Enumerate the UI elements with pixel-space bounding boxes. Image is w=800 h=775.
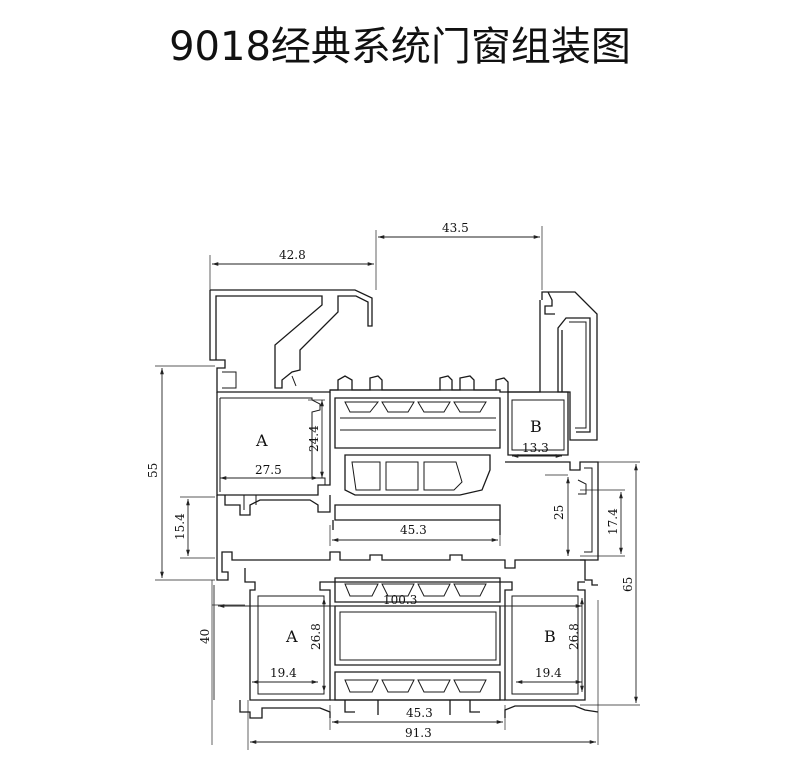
left-mullion — [216, 495, 240, 581]
lower-frame-profile — [239, 551, 599, 719]
upper-chamber-a — [216, 392, 331, 516]
label-chamber-a-lower: A — [285, 627, 298, 646]
dim-chamber-a-lower-height: 26.8 — [309, 623, 323, 650]
dim-upper-glazing-width: 45.3 — [400, 523, 427, 537]
label-chamber-a-upper: A — [255, 431, 268, 450]
dim-chamber-b-lower-height: 26.8 — [567, 623, 581, 650]
dim-right-overall-65: 65 — [621, 577, 635, 592]
label-chamber-b-lower: B — [544, 627, 556, 646]
dim-chamber-b-upper-width: 13.3 — [522, 441, 549, 455]
dim-chamber-b-lower-width: 19.4 — [535, 666, 562, 680]
upper-frame-profile — [209, 289, 598, 441]
dim-overall-width: 91.3 — [405, 726, 432, 740]
upper-sash-chambers — [332, 397, 501, 535]
dim-lower-left-40: 40 — [198, 629, 212, 644]
dim-right-step-25: 25 — [552, 505, 566, 520]
upper-glazing-bead — [330, 375, 509, 392]
dim-chamber-a-lower-width: 19.4 — [270, 666, 297, 680]
dim-right-step-17-4: 17.4 — [606, 508, 620, 535]
dim-chamber-a-upper-height: 24.4 — [307, 425, 321, 452]
dim-lower-span: 100.3 — [383, 593, 417, 607]
dim-lower-glazing-width: 45.3 — [406, 706, 433, 720]
dim-top-right-width: 43.5 — [442, 221, 469, 235]
upper-chamber-b — [505, 391, 599, 561]
dim-left-bottom-step: 15.4 — [173, 513, 187, 540]
dim-frame-height-left: 55 — [146, 463, 160, 478]
label-chamber-b-upper: B — [530, 417, 542, 436]
dim-top-left-width: 42.8 — [279, 248, 306, 262]
dim-chamber-a-upper-width: 27.5 — [255, 463, 282, 477]
dimension-lines — [155, 226, 640, 750]
page-title: 9018经典系统门窗组装图 — [169, 24, 631, 70]
